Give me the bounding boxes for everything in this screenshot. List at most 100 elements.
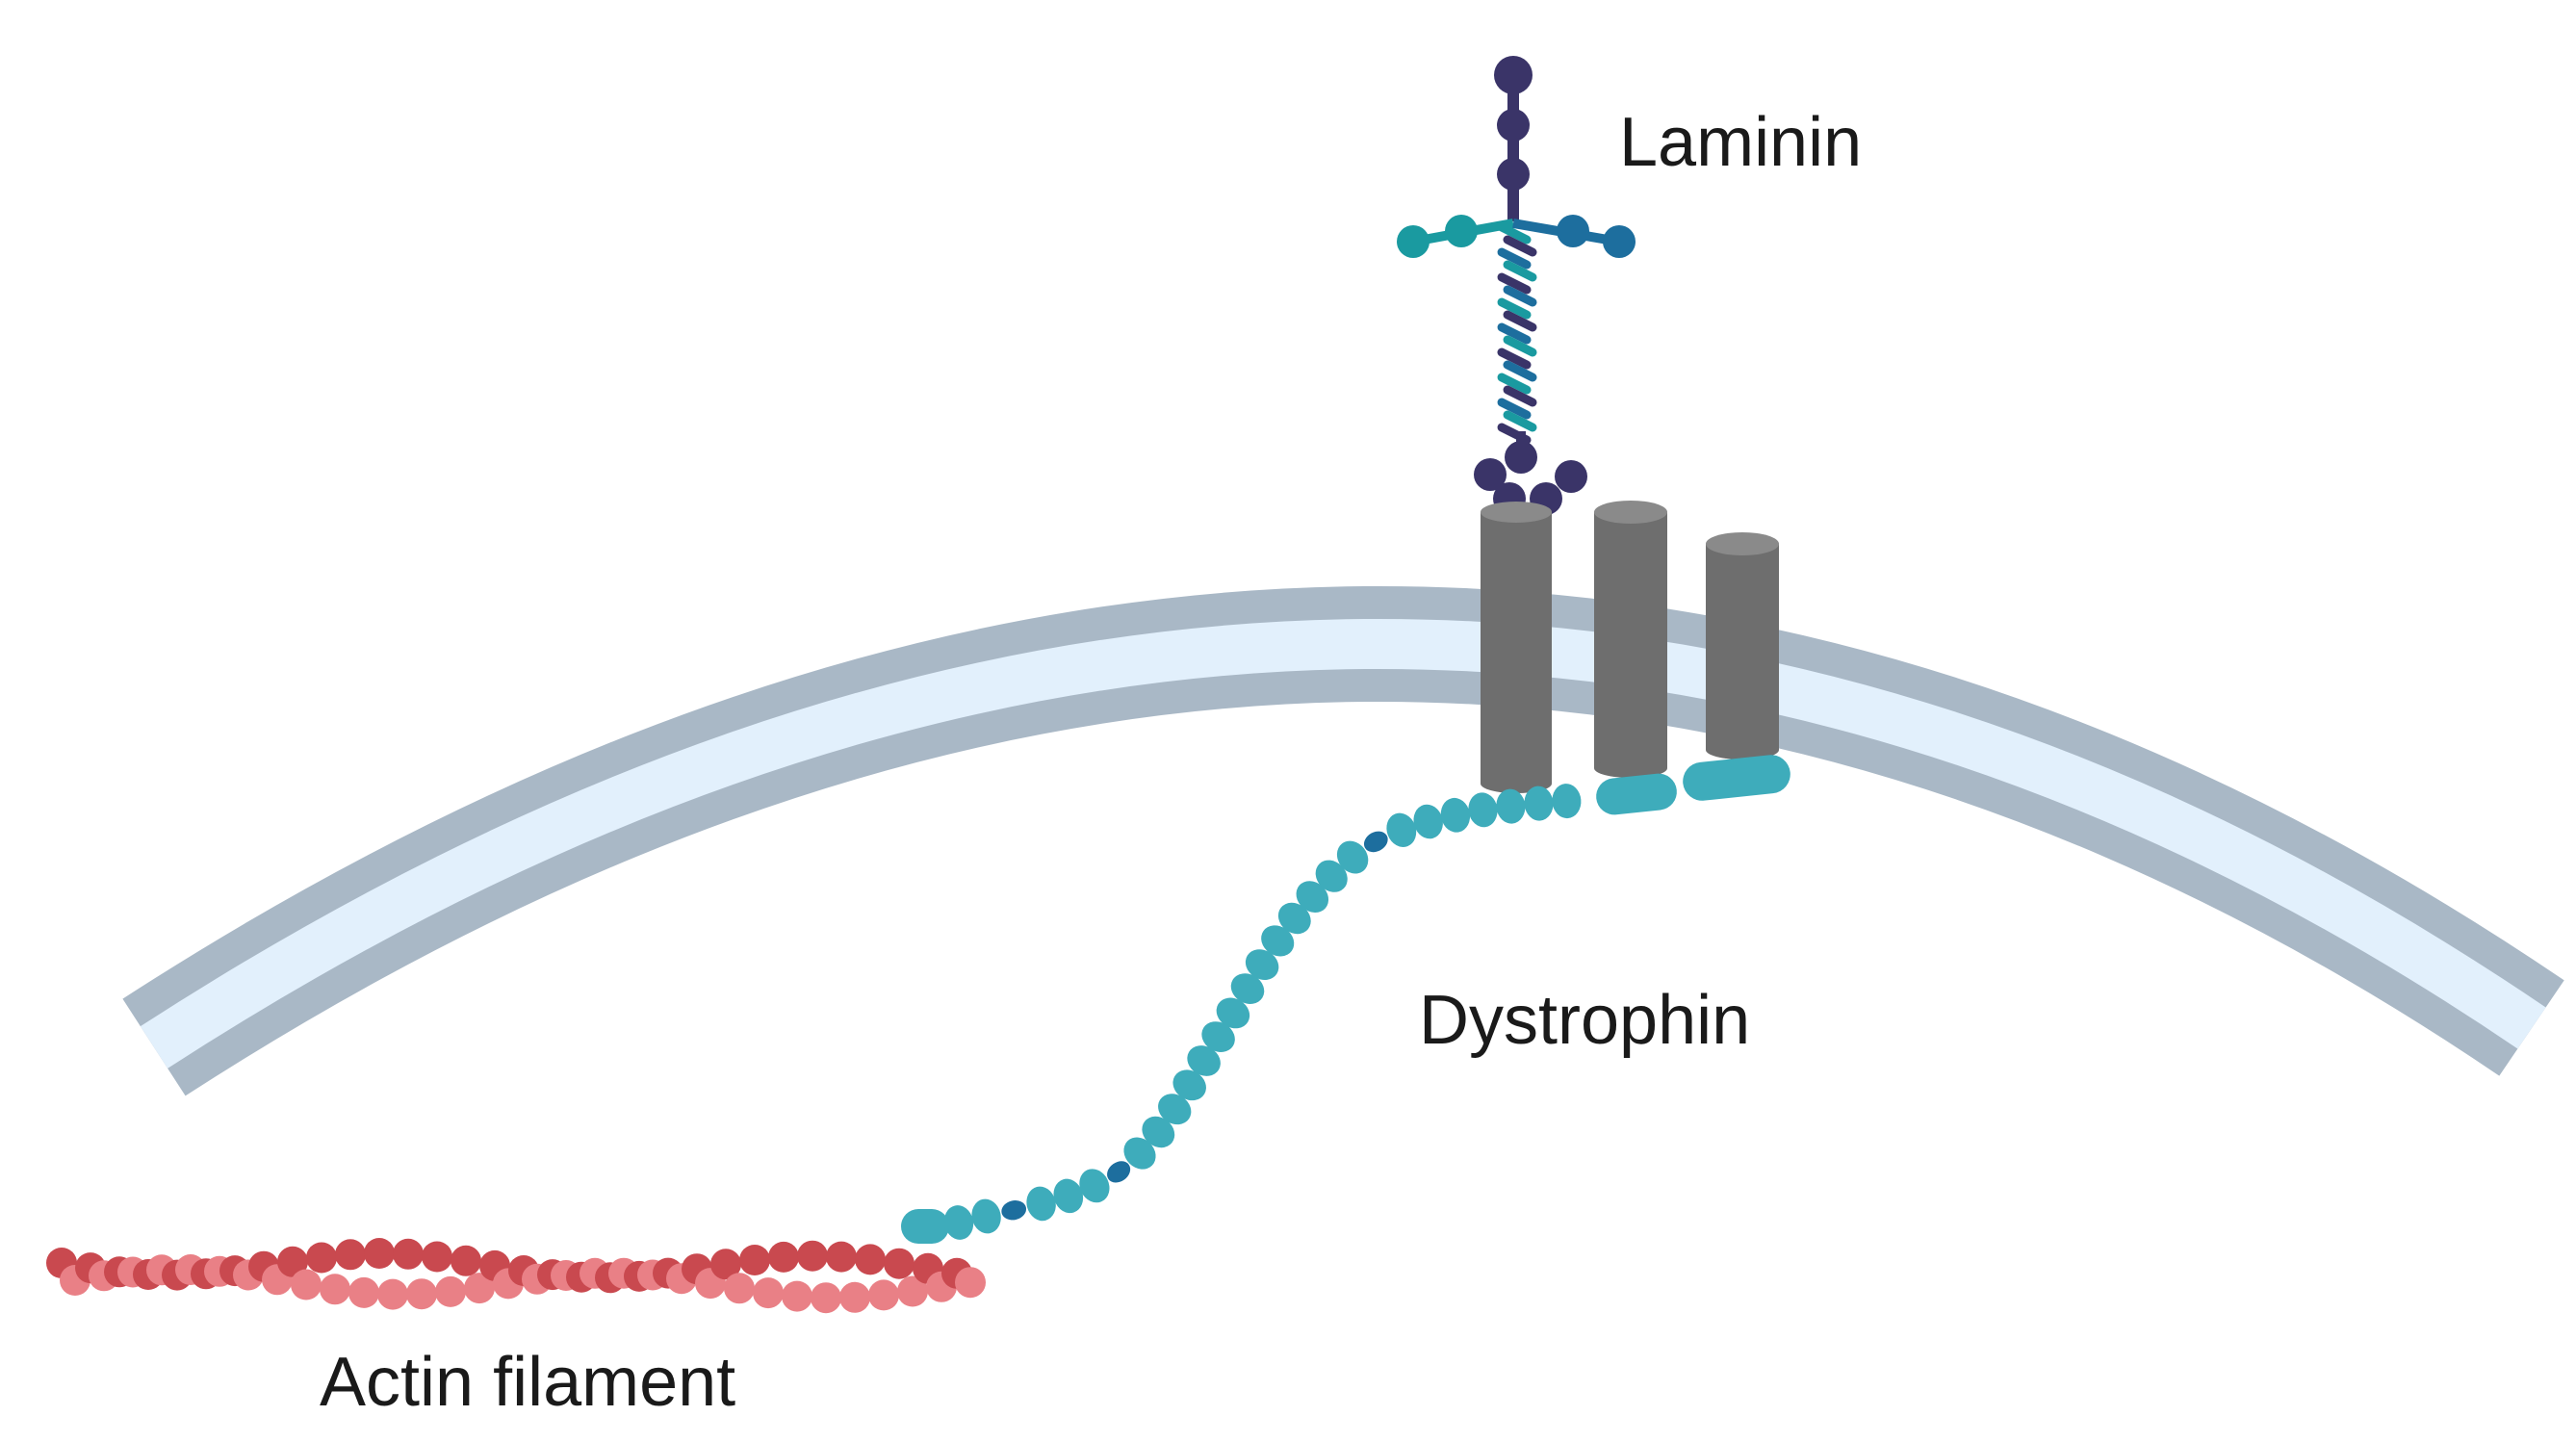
actin-monomer <box>826 1241 857 1273</box>
actin-filament-label: Actin filament <box>320 1344 735 1421</box>
actin-monomer <box>884 1248 914 1279</box>
laminin-arm-node <box>1445 215 1478 247</box>
membrane-inner-layer <box>140 618 2546 1069</box>
dystrophin-spectrin-repeat <box>971 1198 1001 1234</box>
actin-monomer <box>739 1245 770 1275</box>
dystrophin-spectrin-repeat <box>1245 949 1279 981</box>
actin-monomer <box>291 1269 322 1300</box>
actin-monomer <box>782 1280 812 1312</box>
coil-segment <box>1503 360 1537 382</box>
actin-monomer <box>364 1238 395 1269</box>
dystrophin-hinge <box>1107 1161 1131 1183</box>
dystrophin-spectrin-repeat <box>1440 797 1471 833</box>
coil-segment <box>1497 247 1532 270</box>
dystrophin-hinge <box>1001 1200 1027 1221</box>
dystrophin-spectrin-repeat <box>1261 925 1295 957</box>
transmembrane-proteins <box>1481 501 1779 793</box>
actin-monomer <box>435 1275 466 1307</box>
dystrophin-spectrin-repeat <box>1277 902 1311 935</box>
actin-monomer <box>797 1240 828 1272</box>
actin-monomer <box>451 1245 481 1276</box>
actin-monomer <box>768 1241 799 1273</box>
laminin-label: Laminin <box>1619 104 1862 181</box>
dystrophin-label: Dystrophin <box>1419 982 1750 1059</box>
actin-monomer <box>348 1276 379 1308</box>
dystrophin-spectrin-repeat <box>1386 812 1417 847</box>
dystrophin-terminal-domain <box>1596 773 1677 815</box>
actin-monomer <box>335 1239 366 1271</box>
actin-monomer <box>377 1278 408 1310</box>
laminin-coiled-coil <box>1497 222 1537 445</box>
laminin-g-domain <box>1474 458 1507 491</box>
actin-monomer <box>306 1242 337 1274</box>
actin-monomer <box>464 1273 495 1304</box>
actin-monomer <box>753 1277 784 1309</box>
coil-segment <box>1503 335 1537 357</box>
dystrophin-spectrin-repeat <box>1187 1045 1221 1076</box>
actin-monomer <box>393 1238 424 1270</box>
coil-segment <box>1503 410 1537 432</box>
transmembrane-cylinder <box>1594 501 1667 778</box>
actin-monomer <box>277 1246 308 1277</box>
dystrophin-actin-binding-domain <box>901 1209 949 1244</box>
transmembrane-cylinder <box>1481 502 1552 793</box>
laminin-node <box>1497 109 1530 142</box>
coil-segment <box>1503 260 1537 282</box>
laminin-node <box>1497 158 1530 191</box>
actin-monomer <box>855 1244 886 1275</box>
transmembrane-cylinder <box>1706 532 1779 760</box>
actin-filament <box>46 1238 986 1314</box>
dystrophin-spectrin-repeat <box>1552 784 1582 819</box>
laminin-arm-node <box>1557 215 1589 247</box>
coil-segment <box>1503 285 1537 307</box>
dystrophin-spectrin-repeat <box>1230 973 1265 1004</box>
actin-monomer <box>422 1241 452 1273</box>
cell-membrane <box>122 585 2564 1096</box>
dystrophin-spectrin-repeat <box>1158 1094 1192 1125</box>
dystrophin-terminal-domain <box>1683 755 1790 801</box>
dystrophin-hinge <box>1363 831 1388 853</box>
actin-monomer <box>839 1281 870 1313</box>
laminin-arm-node <box>1397 225 1430 258</box>
actin-monomer <box>320 1274 350 1305</box>
dystrophin-spectrin-repeat <box>1496 788 1526 824</box>
dystrophin-spectrin-repeat <box>943 1205 974 1240</box>
coil-segment <box>1503 235 1537 257</box>
actin-monomer <box>710 1249 741 1280</box>
actin-monomer <box>724 1273 755 1304</box>
dystrophin-protein <box>901 755 1790 1244</box>
actin-monomer <box>406 1278 437 1310</box>
dystrophin-spectrin-repeat <box>1053 1178 1084 1214</box>
laminin-g-domain <box>1505 441 1537 474</box>
dystrophin-spectrin-repeat <box>1216 997 1250 1029</box>
actin-monomer <box>955 1267 986 1299</box>
actin-monomer <box>868 1279 899 1311</box>
coil-segment <box>1497 373 1532 395</box>
laminin-g-domain <box>1555 460 1587 493</box>
dystrophin-spectrin-repeat <box>1296 881 1329 913</box>
laminin-arm-node <box>1603 225 1636 258</box>
dystrophin-spectrin-repeat <box>1336 840 1369 874</box>
coil-segment <box>1503 310 1537 332</box>
actin-monomer <box>811 1282 841 1314</box>
dystrophin-spectrin-repeat <box>1026 1186 1056 1222</box>
laminin-protein <box>1397 56 1636 515</box>
dystrophin-chain <box>943 784 1582 1240</box>
actin-monomer <box>897 1275 928 1307</box>
dystrophin-spectrin-repeat <box>1142 1116 1175 1148</box>
laminin-node <box>1494 56 1533 94</box>
dystrophin-spectrin-repeat <box>1413 804 1443 839</box>
dystrophin-spectrin-repeat <box>1123 1137 1156 1170</box>
dystrophin-spectrin-repeat <box>1468 792 1498 828</box>
dystrophin-spectrin-repeat <box>1079 1169 1110 1203</box>
coil-segment <box>1497 322 1532 345</box>
dystrophin-spectrin-repeat <box>1201 1021 1235 1052</box>
coil-segment <box>1497 297 1532 320</box>
coil-segment <box>1497 272 1532 295</box>
coil-segment <box>1503 385 1537 407</box>
coil-segment <box>1497 398 1532 420</box>
coil-segment <box>1497 348 1532 370</box>
coil-segment <box>1497 222 1532 245</box>
dystrophin-spectrin-repeat <box>1524 785 1554 821</box>
